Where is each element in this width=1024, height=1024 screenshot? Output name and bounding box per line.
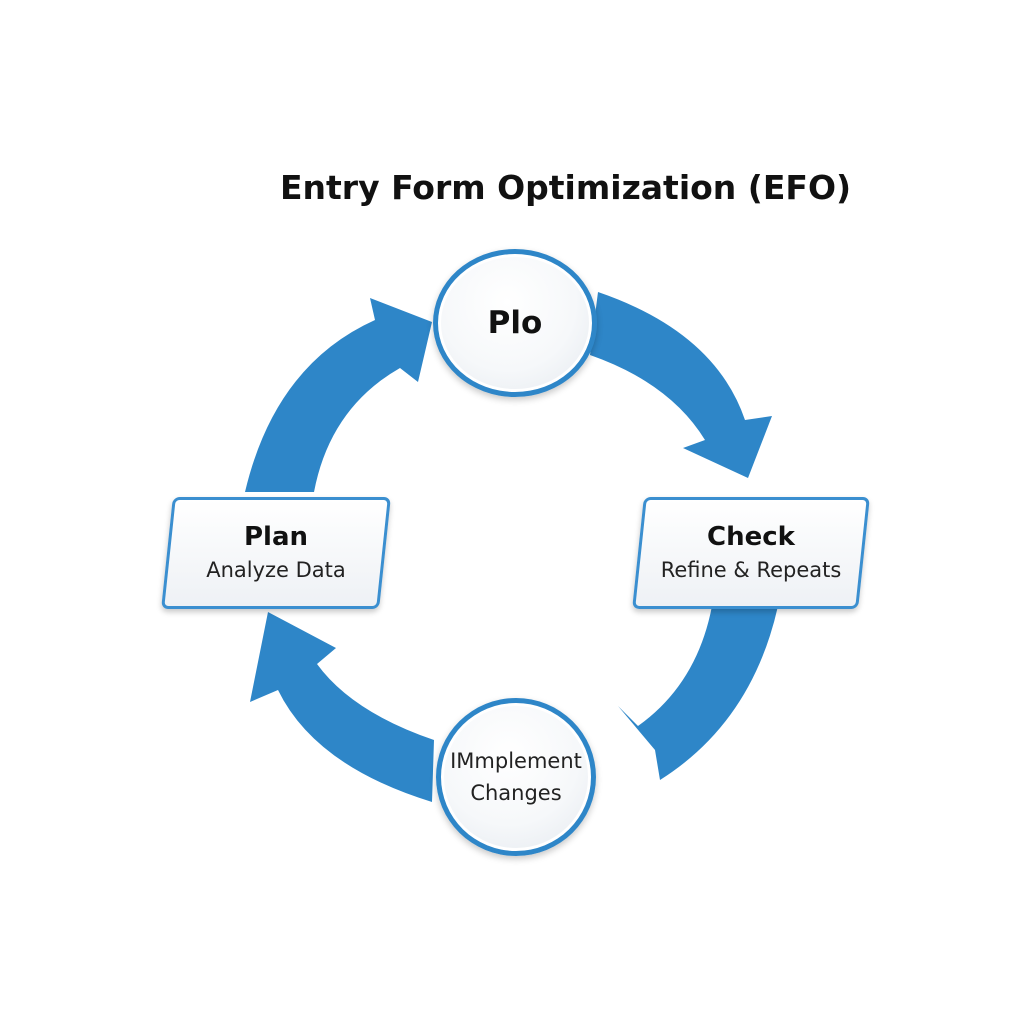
node-plo-label: Plo <box>487 305 543 341</box>
diagram-title: Entry Form Optimization (EFO) <box>280 168 852 207</box>
node-plan-sublabel: Analyze Data <box>206 558 346 582</box>
node-plan: Plan Analyze Data <box>161 497 391 609</box>
arrow-bottom-to-left <box>250 612 434 802</box>
arrow-left-to-top <box>245 298 432 492</box>
node-plan-label: Plan <box>243 522 309 552</box>
node-check: Check Refine & Repeats <box>632 497 870 609</box>
arrow-right-to-bottom <box>618 606 778 780</box>
node-implement: IMmplement Changes <box>436 698 596 856</box>
node-check-label: Check <box>707 522 795 552</box>
node-implement-line2: Changes <box>470 781 562 805</box>
arrow-top-to-right <box>590 292 772 478</box>
node-check-sublabel: Refine & Repeats <box>660 558 842 582</box>
node-implement-line1: IMmplement <box>450 749 582 773</box>
node-plo: Plo <box>433 249 597 397</box>
